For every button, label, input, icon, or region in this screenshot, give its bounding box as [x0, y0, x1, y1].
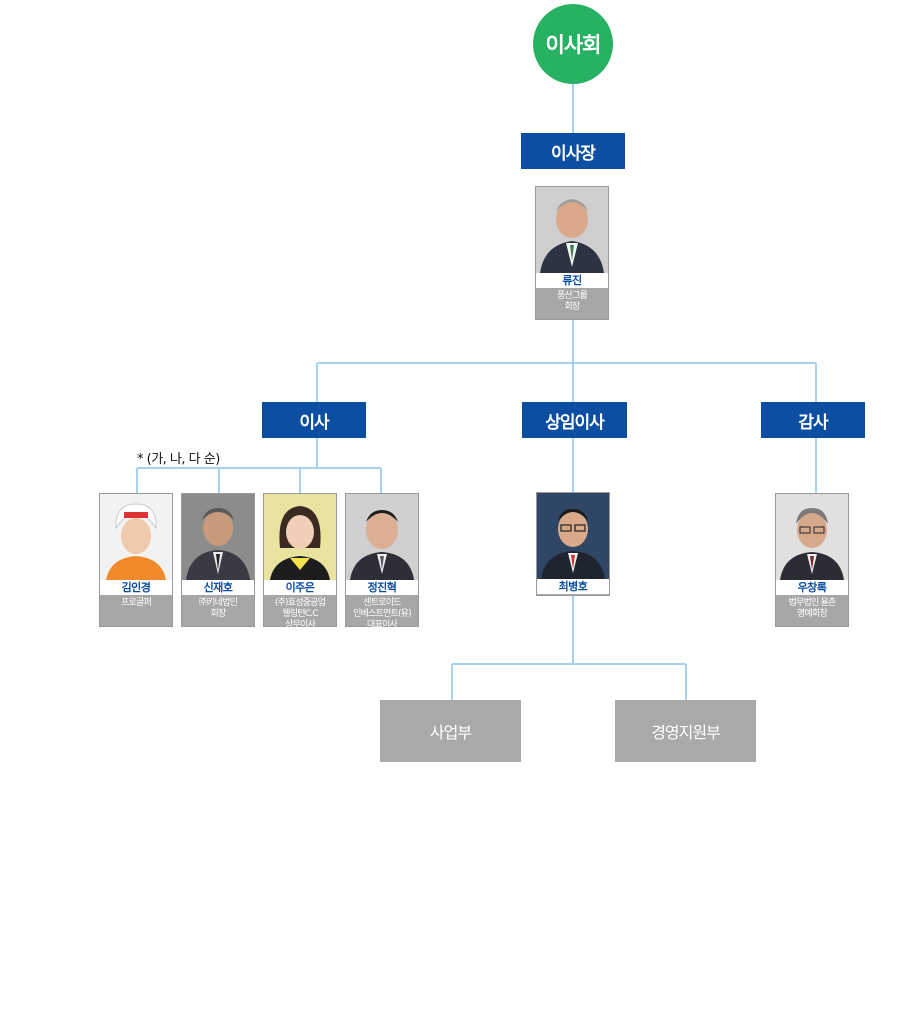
chairman-title: 이사장: [521, 133, 625, 169]
standing-director-name: 최병호: [537, 579, 609, 594]
director-card: 정진혁 센트로이드 인베스트먼트(유) 대표이사: [345, 493, 419, 630]
director-role: ㈜키네법인 회장: [198, 598, 238, 619]
board-node: 이사회: [533, 4, 613, 84]
director-role: 프로골퍼: [121, 598, 152, 608]
director-name: 김인경: [100, 580, 172, 595]
chairman-name: 류진: [536, 273, 608, 288]
chairman-photo: [536, 187, 608, 273]
director-name: 신재호: [182, 580, 254, 595]
auditor-title: 감사: [761, 402, 865, 438]
director-photo: [100, 494, 172, 580]
department-box: 사업부: [380, 700, 521, 762]
auditor-role: 법무법인 율촌 명예회장: [788, 598, 837, 619]
directors-title: 이사: [262, 402, 366, 438]
director-card: 신재호 ㈜키네법인 회장: [181, 493, 255, 627]
director-name: 이주은: [264, 580, 336, 595]
director-name: 정진혁: [346, 580, 418, 595]
auditor-photo: [776, 494, 848, 580]
auditor-name: 우창록: [776, 580, 848, 595]
director-photo: [182, 494, 254, 580]
director-card: 김인경 프로골퍼: [99, 493, 173, 627]
director-role: (주)효성중공업 웰링턴C.C 상무이사: [274, 598, 326, 630]
director-card: 이주은 (주)효성중공업 웰링턴C.C 상무이사: [263, 493, 337, 630]
standing-director-card: 최병호: [536, 492, 610, 596]
auditor-card: 우창록 법무법인 율촌 명예회장: [775, 493, 849, 627]
standing-director-photo: [537, 493, 609, 579]
ordering-note: * (가, 나, 다 순): [137, 452, 220, 467]
chairman-role: 풍산그룹 회장: [557, 291, 588, 312]
standing-director-title: 상임이사: [522, 402, 627, 438]
director-photo: [346, 494, 418, 580]
director-photo: [264, 494, 336, 580]
department-box: 경영지원부: [615, 700, 756, 762]
director-role: 센트로이드 인베스트먼트(유) 대표이사: [353, 598, 412, 630]
chairman-card: 류진 풍산그룹 회장: [535, 186, 609, 320]
